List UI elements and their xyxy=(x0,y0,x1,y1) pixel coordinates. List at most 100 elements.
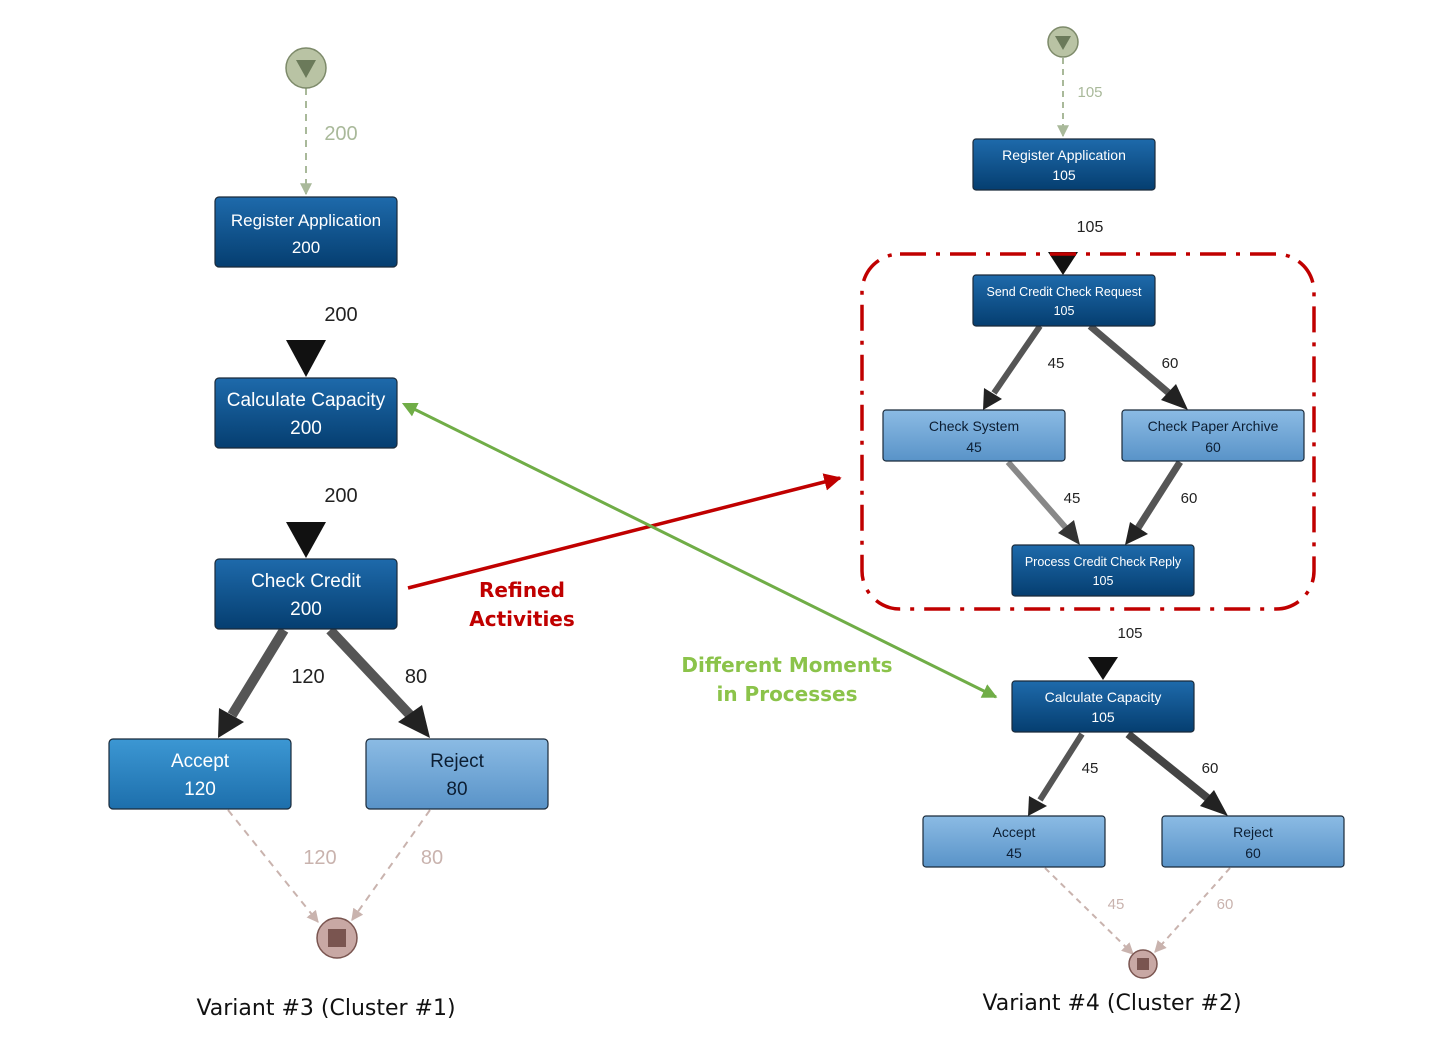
right-node-check-paper-archive[interactable]: Check Paper Archive 60 xyxy=(1121,409,1305,462)
right-variant: 105 105 45 60 45 60 105 45 60 45 xyxy=(882,26,1345,1016)
left-node-calculate-capacity[interactable]: Calculate Capacity 200 xyxy=(214,377,398,449)
node-count: 105 xyxy=(1052,167,1076,183)
left-edge-reject-end-label: 80 xyxy=(421,847,443,869)
right-edge-register-send-head xyxy=(1048,252,1078,275)
left-edge-calc-check-head xyxy=(286,522,326,558)
right-edge-process-calc-label: 105 xyxy=(1117,625,1142,642)
left-edge-check-accept-head xyxy=(218,708,244,738)
right-edge-calc-accept-label: 45 xyxy=(1082,760,1099,777)
right-edge-accept-end xyxy=(1044,867,1134,955)
right-caption: Variant #4 (Cluster #2) xyxy=(982,991,1241,1016)
right-end-node xyxy=(1128,949,1158,979)
right-edge-calc-reject-label: 60 xyxy=(1202,760,1219,777)
node-name: Register Application xyxy=(231,211,381,230)
left-edge-check-accept xyxy=(227,627,289,718)
node-count: 60 xyxy=(1245,845,1261,861)
left-edge-accept-end xyxy=(227,809,319,923)
node-name: Reject xyxy=(430,751,485,772)
left-variant: 200 200 200 120 80 120 80 Register Appli… xyxy=(108,47,549,1021)
right-edge-calc-reject-head xyxy=(1200,790,1228,816)
right-node-send-credit-check-request[interactable]: Send Credit Check Request 105 xyxy=(972,274,1156,327)
start-triangle-icon xyxy=(296,60,316,78)
node-count: 80 xyxy=(446,779,467,800)
right-edge-process-calc-head xyxy=(1088,657,1118,680)
start-triangle-icon xyxy=(1055,36,1071,50)
right-node-register-application[interactable]: Register Application 105 xyxy=(972,138,1156,191)
right-edge-send-paper xyxy=(1087,323,1173,397)
node-count: 45 xyxy=(1006,845,1022,861)
right-edge-send-system-label: 45 xyxy=(1048,355,1065,372)
left-caption: Variant #3 (Cluster #1) xyxy=(196,996,455,1021)
left-start-edge-label: 200 xyxy=(324,123,357,145)
right-edge-send-paper-head xyxy=(1161,384,1188,410)
right-edge-register-send-label: 105 xyxy=(1077,219,1104,236)
different-moments-arrow xyxy=(401,402,998,699)
node-name: Reject xyxy=(1233,824,1273,840)
left-node-accept[interactable]: Accept 120 xyxy=(108,738,292,810)
right-edge-reject-end xyxy=(1154,867,1231,953)
different-moments-label-line2: in Processes xyxy=(716,682,857,706)
right-edge-send-paper-label: 60 xyxy=(1162,355,1179,372)
left-node-register-application[interactable]: Register Application 200 xyxy=(214,196,398,268)
left-end-node xyxy=(316,917,358,959)
node-name: Register Application xyxy=(1002,147,1126,163)
node-name: Process Credit Check Reply xyxy=(1025,555,1182,569)
left-edge-check-accept-label: 120 xyxy=(291,666,324,688)
right-edge-system-process-label: 45 xyxy=(1064,490,1081,507)
left-edge-register-calc-head xyxy=(286,340,326,377)
refined-activities-region xyxy=(860,252,1316,611)
right-node-reject[interactable]: Reject 60 xyxy=(1161,815,1345,868)
node-count: 60 xyxy=(1205,439,1221,455)
node-name: Check Paper Archive xyxy=(1148,418,1279,434)
left-node-check-credit[interactable]: Check Credit 200 xyxy=(214,558,398,630)
right-edge-paper-process-head xyxy=(1125,522,1148,545)
node-count: 105 xyxy=(1093,574,1114,588)
refined-activities-arrow xyxy=(407,473,842,590)
node-name: Accept xyxy=(993,824,1036,840)
left-edge-check-reject-head xyxy=(398,705,430,738)
right-edge-reject-end-label: 60 xyxy=(1217,896,1234,913)
node-count: 200 xyxy=(290,599,322,620)
right-edge-accept-end-label: 45 xyxy=(1108,896,1125,913)
right-edge-paper-process xyxy=(1135,460,1183,530)
refined-activities-label-line1: Refined xyxy=(479,578,565,602)
node-name: Calculate Capacity xyxy=(227,390,386,411)
node-count: 120 xyxy=(184,779,216,800)
node-count: 105 xyxy=(1054,304,1075,318)
node-count: 105 xyxy=(1091,709,1115,725)
right-node-check-system[interactable]: Check System 45 xyxy=(882,409,1066,462)
right-start-edge-label: 105 xyxy=(1077,84,1102,101)
node-count: 200 xyxy=(290,418,322,439)
right-edge-calc-reject xyxy=(1125,730,1213,804)
stop-square-icon xyxy=(328,929,346,947)
right-start-node xyxy=(1047,26,1079,58)
right-edge-system-process-head xyxy=(1058,520,1080,545)
node-count: 200 xyxy=(292,238,320,257)
right-node-process-credit-check-reply[interactable]: Process Credit Check Reply 105 xyxy=(1011,544,1195,597)
stop-square-icon xyxy=(1137,958,1149,970)
left-edge-register-calc-label: 200 xyxy=(324,304,357,326)
right-edge-send-system xyxy=(991,324,1043,395)
node-name: Check System xyxy=(929,418,1019,434)
left-edge-check-reject-label: 80 xyxy=(405,666,427,688)
refined-activities-label-line2: Activities xyxy=(469,607,575,631)
right-edge-calc-accept-head xyxy=(1028,796,1047,816)
left-edge-calc-check-label: 200 xyxy=(324,485,357,507)
right-edge-calc-accept xyxy=(1037,732,1085,802)
node-count: 45 xyxy=(966,439,982,455)
right-edge-system-process xyxy=(1005,460,1069,530)
left-node-reject[interactable]: Reject 80 xyxy=(365,738,549,810)
right-edge-paper-process-label: 60 xyxy=(1181,490,1198,507)
left-edge-check-reject xyxy=(326,626,414,719)
node-name: Accept xyxy=(171,751,230,772)
node-name: Calculate Capacity xyxy=(1045,689,1162,705)
right-node-accept[interactable]: Accept 45 xyxy=(922,815,1106,868)
left-edge-reject-end xyxy=(351,809,431,921)
different-moments-label-line1: Different Moments xyxy=(681,653,892,677)
right-node-calculate-capacity[interactable]: Calculate Capacity 105 xyxy=(1011,680,1195,733)
left-start-node xyxy=(285,47,327,89)
node-name: Check Credit xyxy=(251,571,362,592)
left-edge-accept-end-label: 120 xyxy=(303,847,336,869)
node-name: Send Credit Check Request xyxy=(987,285,1142,299)
